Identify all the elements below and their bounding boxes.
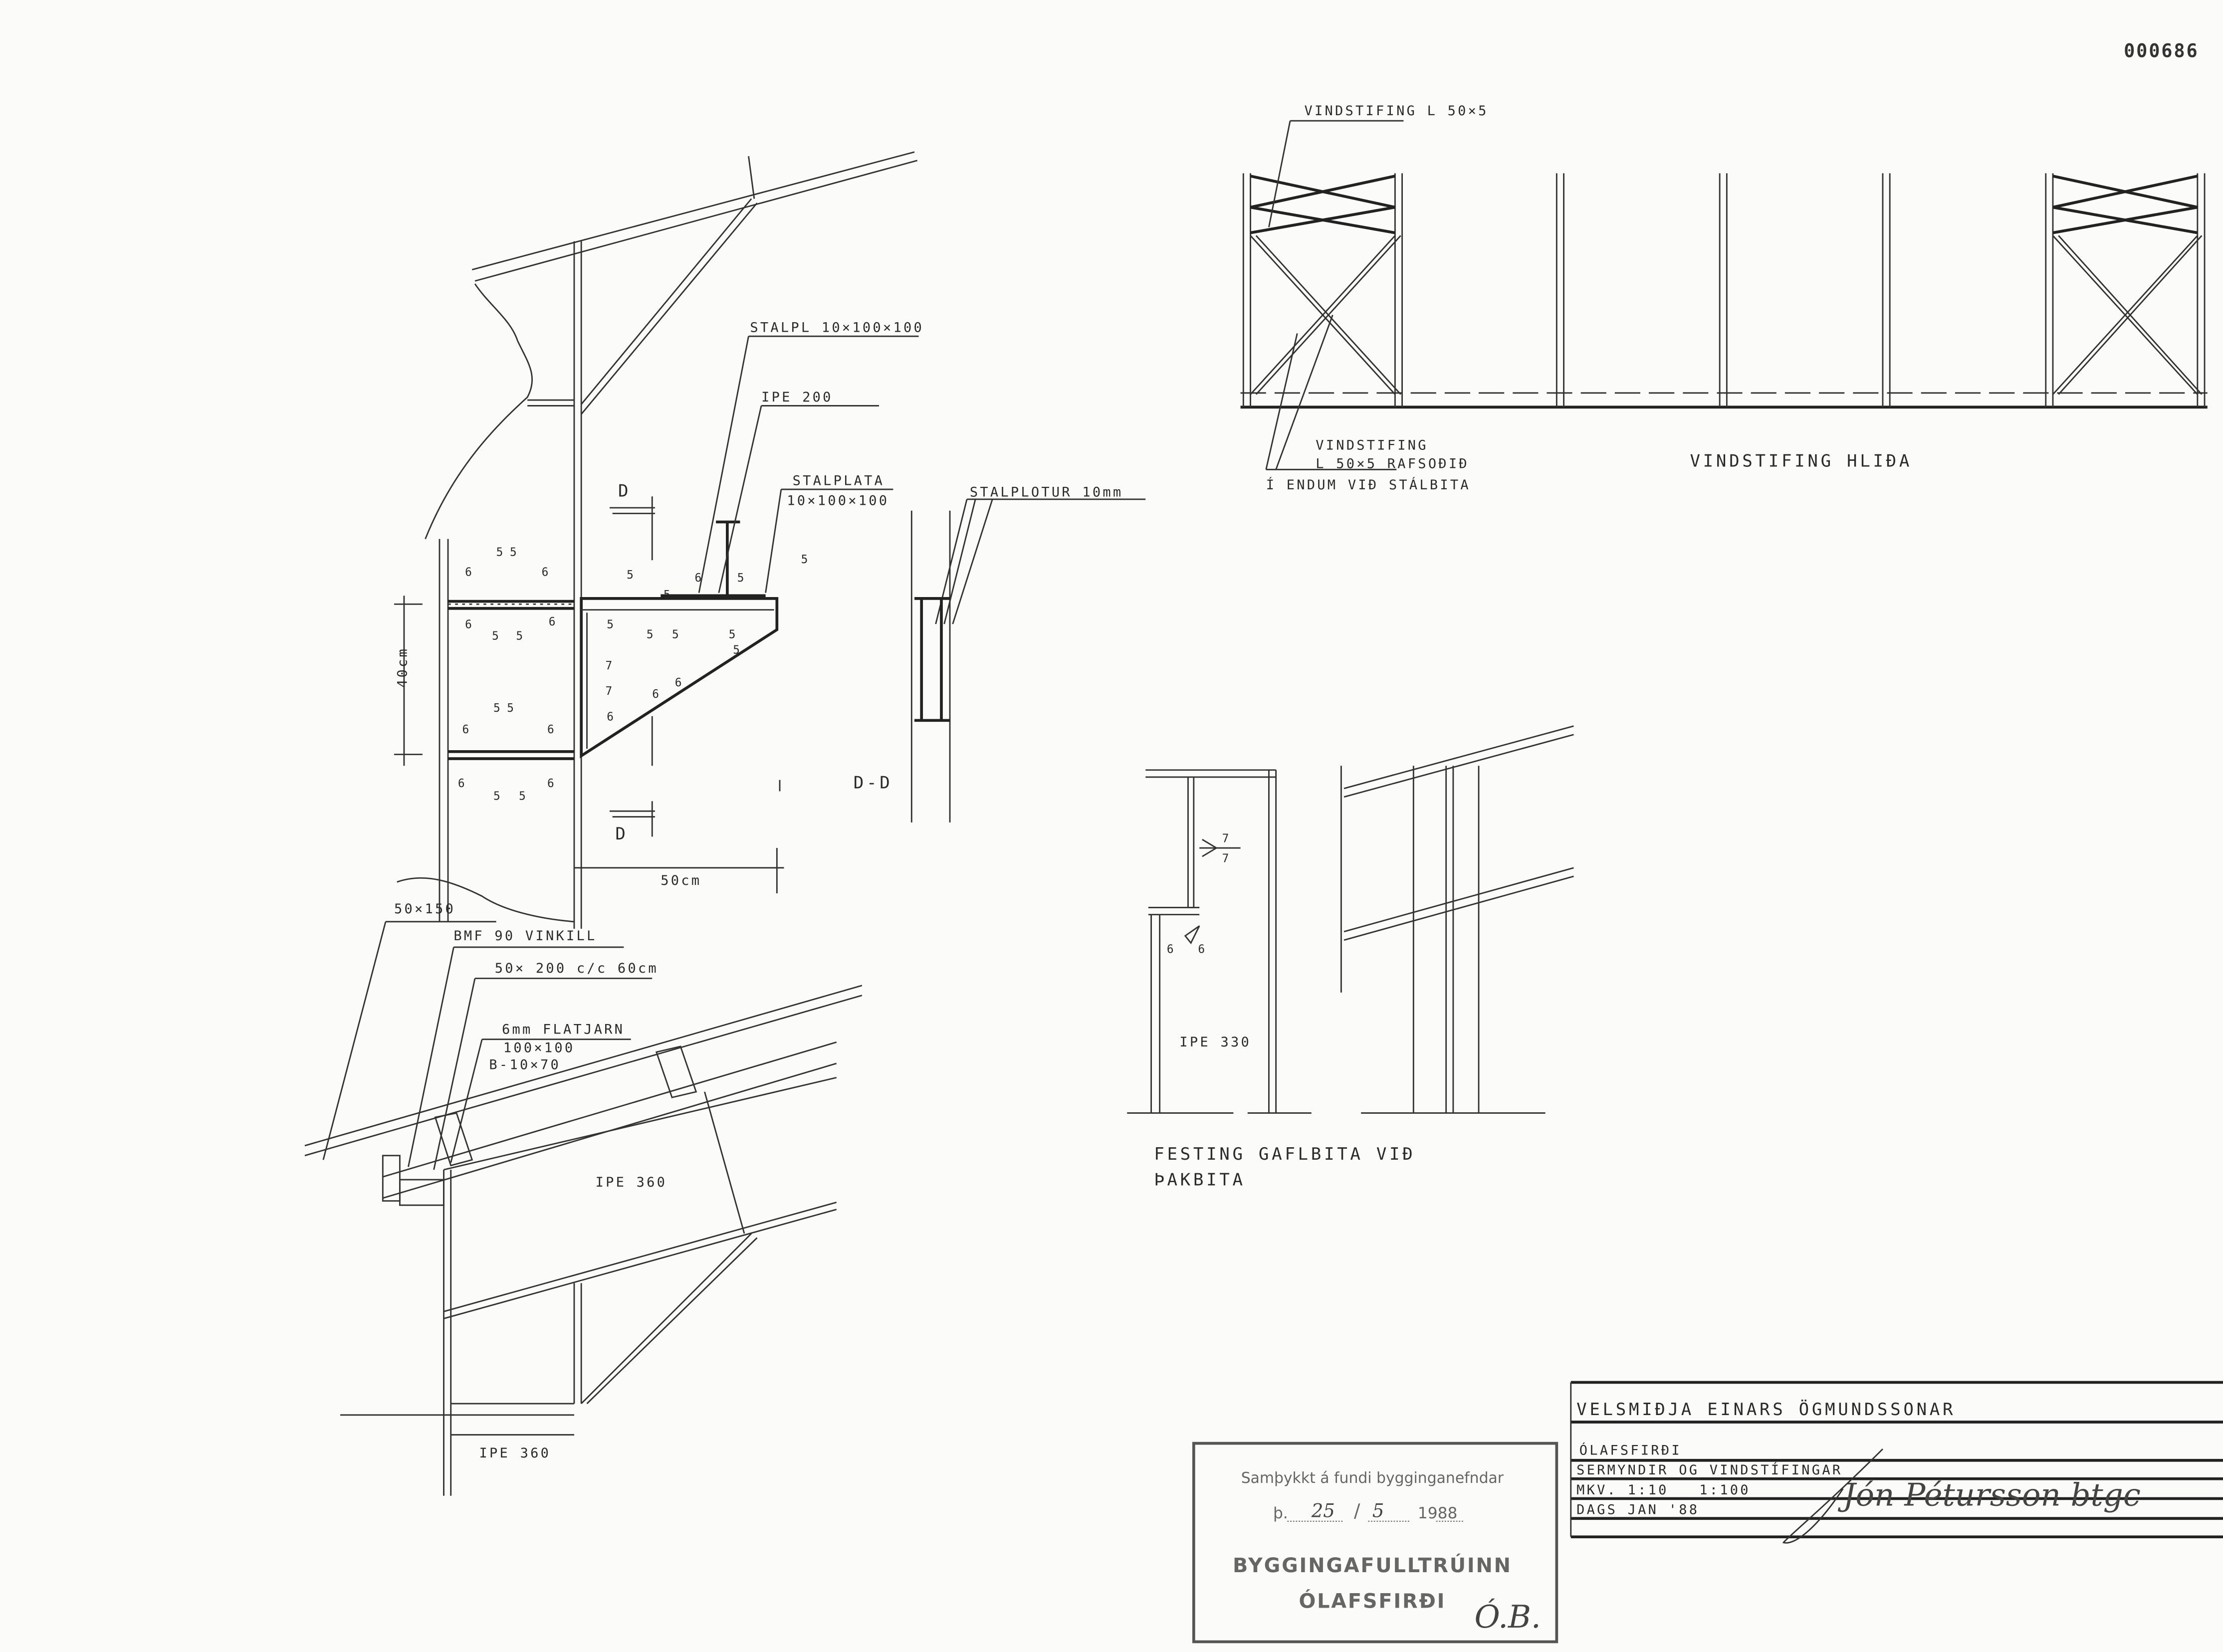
weld-mark: 5: [801, 553, 808, 566]
weld-mark: 6: [465, 566, 472, 579]
drawing-date: DAGS JAN '88: [1576, 1502, 1699, 1518]
weld-mark: 5 5: [493, 702, 514, 715]
weld-mark: 5: [647, 628, 654, 641]
weld-mark: 5: [729, 628, 736, 641]
stamp-month: 5: [1372, 1500, 1384, 1521]
company-name: VELSMIÐJA EINARS ÖGMUNDSSONAR: [1576, 1399, 1956, 1420]
label-bolt: B-10×70: [489, 1057, 561, 1072]
stamp-town: ÓLAFSFIRÐI: [1299, 1589, 1446, 1613]
gable-detail: 7 7 6 6 IPE 330 FESTING GAFLBITA VIÐ ÞAK…: [1127, 725, 1574, 1190]
stamp-date-prefix: þ.: [1273, 1504, 1288, 1522]
label-vindstifing-1: VINDSTIFING: [1316, 437, 1428, 453]
weld-mark: 6: [547, 777, 554, 790]
stamp-year: 1988: [1418, 1504, 1458, 1522]
gable-title-line2: ÞAKBITA: [1154, 1170, 1245, 1190]
weld-mark: 5: [733, 644, 740, 657]
label-vindstifing-top: VINDSTIFING L 50×5: [1304, 103, 1488, 119]
weld-6-right: 6: [1198, 943, 1205, 956]
weld-mark: 6: [607, 710, 614, 723]
roof-detail: 50×150 BMF 90 VINKILL 50× 200 c/c 60cm 6…: [304, 901, 863, 1496]
weld-mark: 5: [672, 628, 679, 641]
bracket-detail: 5 5 6 6 6 6 5 5 5 6 5 5 5 5 5 7 7 5 5 6 …: [394, 151, 1146, 929]
section-mark-d-top: D: [618, 481, 631, 501]
weld-mark: 5: [516, 629, 523, 642]
weld-mark: 5: [493, 790, 500, 803]
stamp-initials: Ó.B.: [1475, 1599, 1541, 1635]
weld-mark: 5: [664, 589, 670, 602]
label-vindstifing-2: L 50×5 RAFSOÐIÐ: [1316, 456, 1469, 471]
weld-6-left: 6: [1167, 943, 1174, 956]
weld-mark: 6: [695, 572, 702, 585]
gable-title-line1: FESTING GAFLBITA VIÐ: [1154, 1144, 1415, 1164]
stamp-slash: /: [1354, 1500, 1360, 1521]
label-vindstifing-3: Í ENDUM VIÐ STÁLBITA: [1266, 477, 1471, 493]
signature: Jón Pétursson btgc: [1837, 1477, 2140, 1513]
drawing-scale: MKV. 1:10 1:100: [1576, 1482, 1751, 1498]
label-ipe-360-upper: IPE 360: [596, 1175, 667, 1190]
label-ipe-330: IPE 330: [1179, 1034, 1251, 1050]
label-stalplata-dims: 10×100×100: [787, 493, 889, 508]
title-block: VELSMIÐJA EINARS ÖGMUNDSSONAR ÓLAFSFIRÐI…: [1570, 1381, 2223, 1544]
stamp-line1: Samþykkt á fundi bygginganefndar: [1241, 1469, 1504, 1487]
weld-7-bottom: 7: [1222, 852, 1229, 865]
label-ipe-360-lower: IPE 360: [479, 1446, 551, 1461]
sheet-number: 000686: [2124, 40, 2199, 61]
label-purlin: 50× 200 c/c 60cm: [495, 961, 659, 976]
weld-mark: 5: [519, 790, 526, 803]
weld-mark: 5: [737, 572, 744, 585]
weld-mark: 6: [465, 619, 472, 631]
stamp-day: 25: [1311, 1500, 1335, 1521]
label-stalpl: STALPL 10×100×100: [750, 320, 924, 336]
drawing-title: SERMYNDIR OG VINDSTÍFINGAR: [1576, 1462, 1842, 1478]
weld-mark: 6: [462, 723, 469, 736]
section-mark-d-bottom: D: [615, 824, 628, 844]
weld-mark: 6: [549, 616, 556, 628]
stamp-authority: BYGGINGAFULLTRÚINN: [1233, 1554, 1512, 1577]
weld-mark: 6: [547, 723, 554, 736]
company-location: ÓLAFSFIRÐI: [1579, 1442, 1682, 1458]
label-ipe-200: IPE 200: [761, 390, 833, 405]
weld-mark: 5 5: [496, 546, 517, 559]
label-flatjarn: 6mm FLATJARN: [502, 1022, 625, 1037]
label-flatjarn-dims: 100×100: [503, 1040, 575, 1055]
weld-mark: 7: [605, 685, 612, 698]
dimension-50cm: 50cm: [661, 873, 701, 888]
section-title-dd: D-D: [854, 773, 893, 793]
weld-mark: 5: [492, 629, 499, 642]
wind-bracing-elevation: VINDSTIFING L 50×5 VINDSTIFING L 50×5 RA…: [1240, 103, 2208, 493]
weld-mark: 5: [607, 619, 614, 631]
label-stalplotur: STALPLOTUR 10mm: [970, 484, 1123, 500]
wind-bracing-title: VINDSTIFING HLIÐA: [1690, 451, 1912, 471]
label-stalplata: STALPLATA: [793, 473, 885, 489]
weld-mark: 6: [675, 676, 682, 689]
weld-mark: 6: [458, 777, 465, 790]
weld-mark: 7: [605, 659, 612, 672]
label-bmf-vinkill: BMF 90 VINKILL: [453, 928, 597, 944]
weld-7-top: 7: [1222, 832, 1229, 845]
weld-mark: 6: [652, 688, 659, 701]
label-50x150: 50×150: [394, 901, 455, 917]
approval-stamp: Samþykkt á fundi bygginganefndar þ. 25 /…: [1192, 1442, 1558, 1644]
dimension-40cm: 40cm: [395, 647, 411, 688]
weld-mark: 5: [627, 569, 634, 582]
weld-mark: 6: [542, 566, 549, 579]
